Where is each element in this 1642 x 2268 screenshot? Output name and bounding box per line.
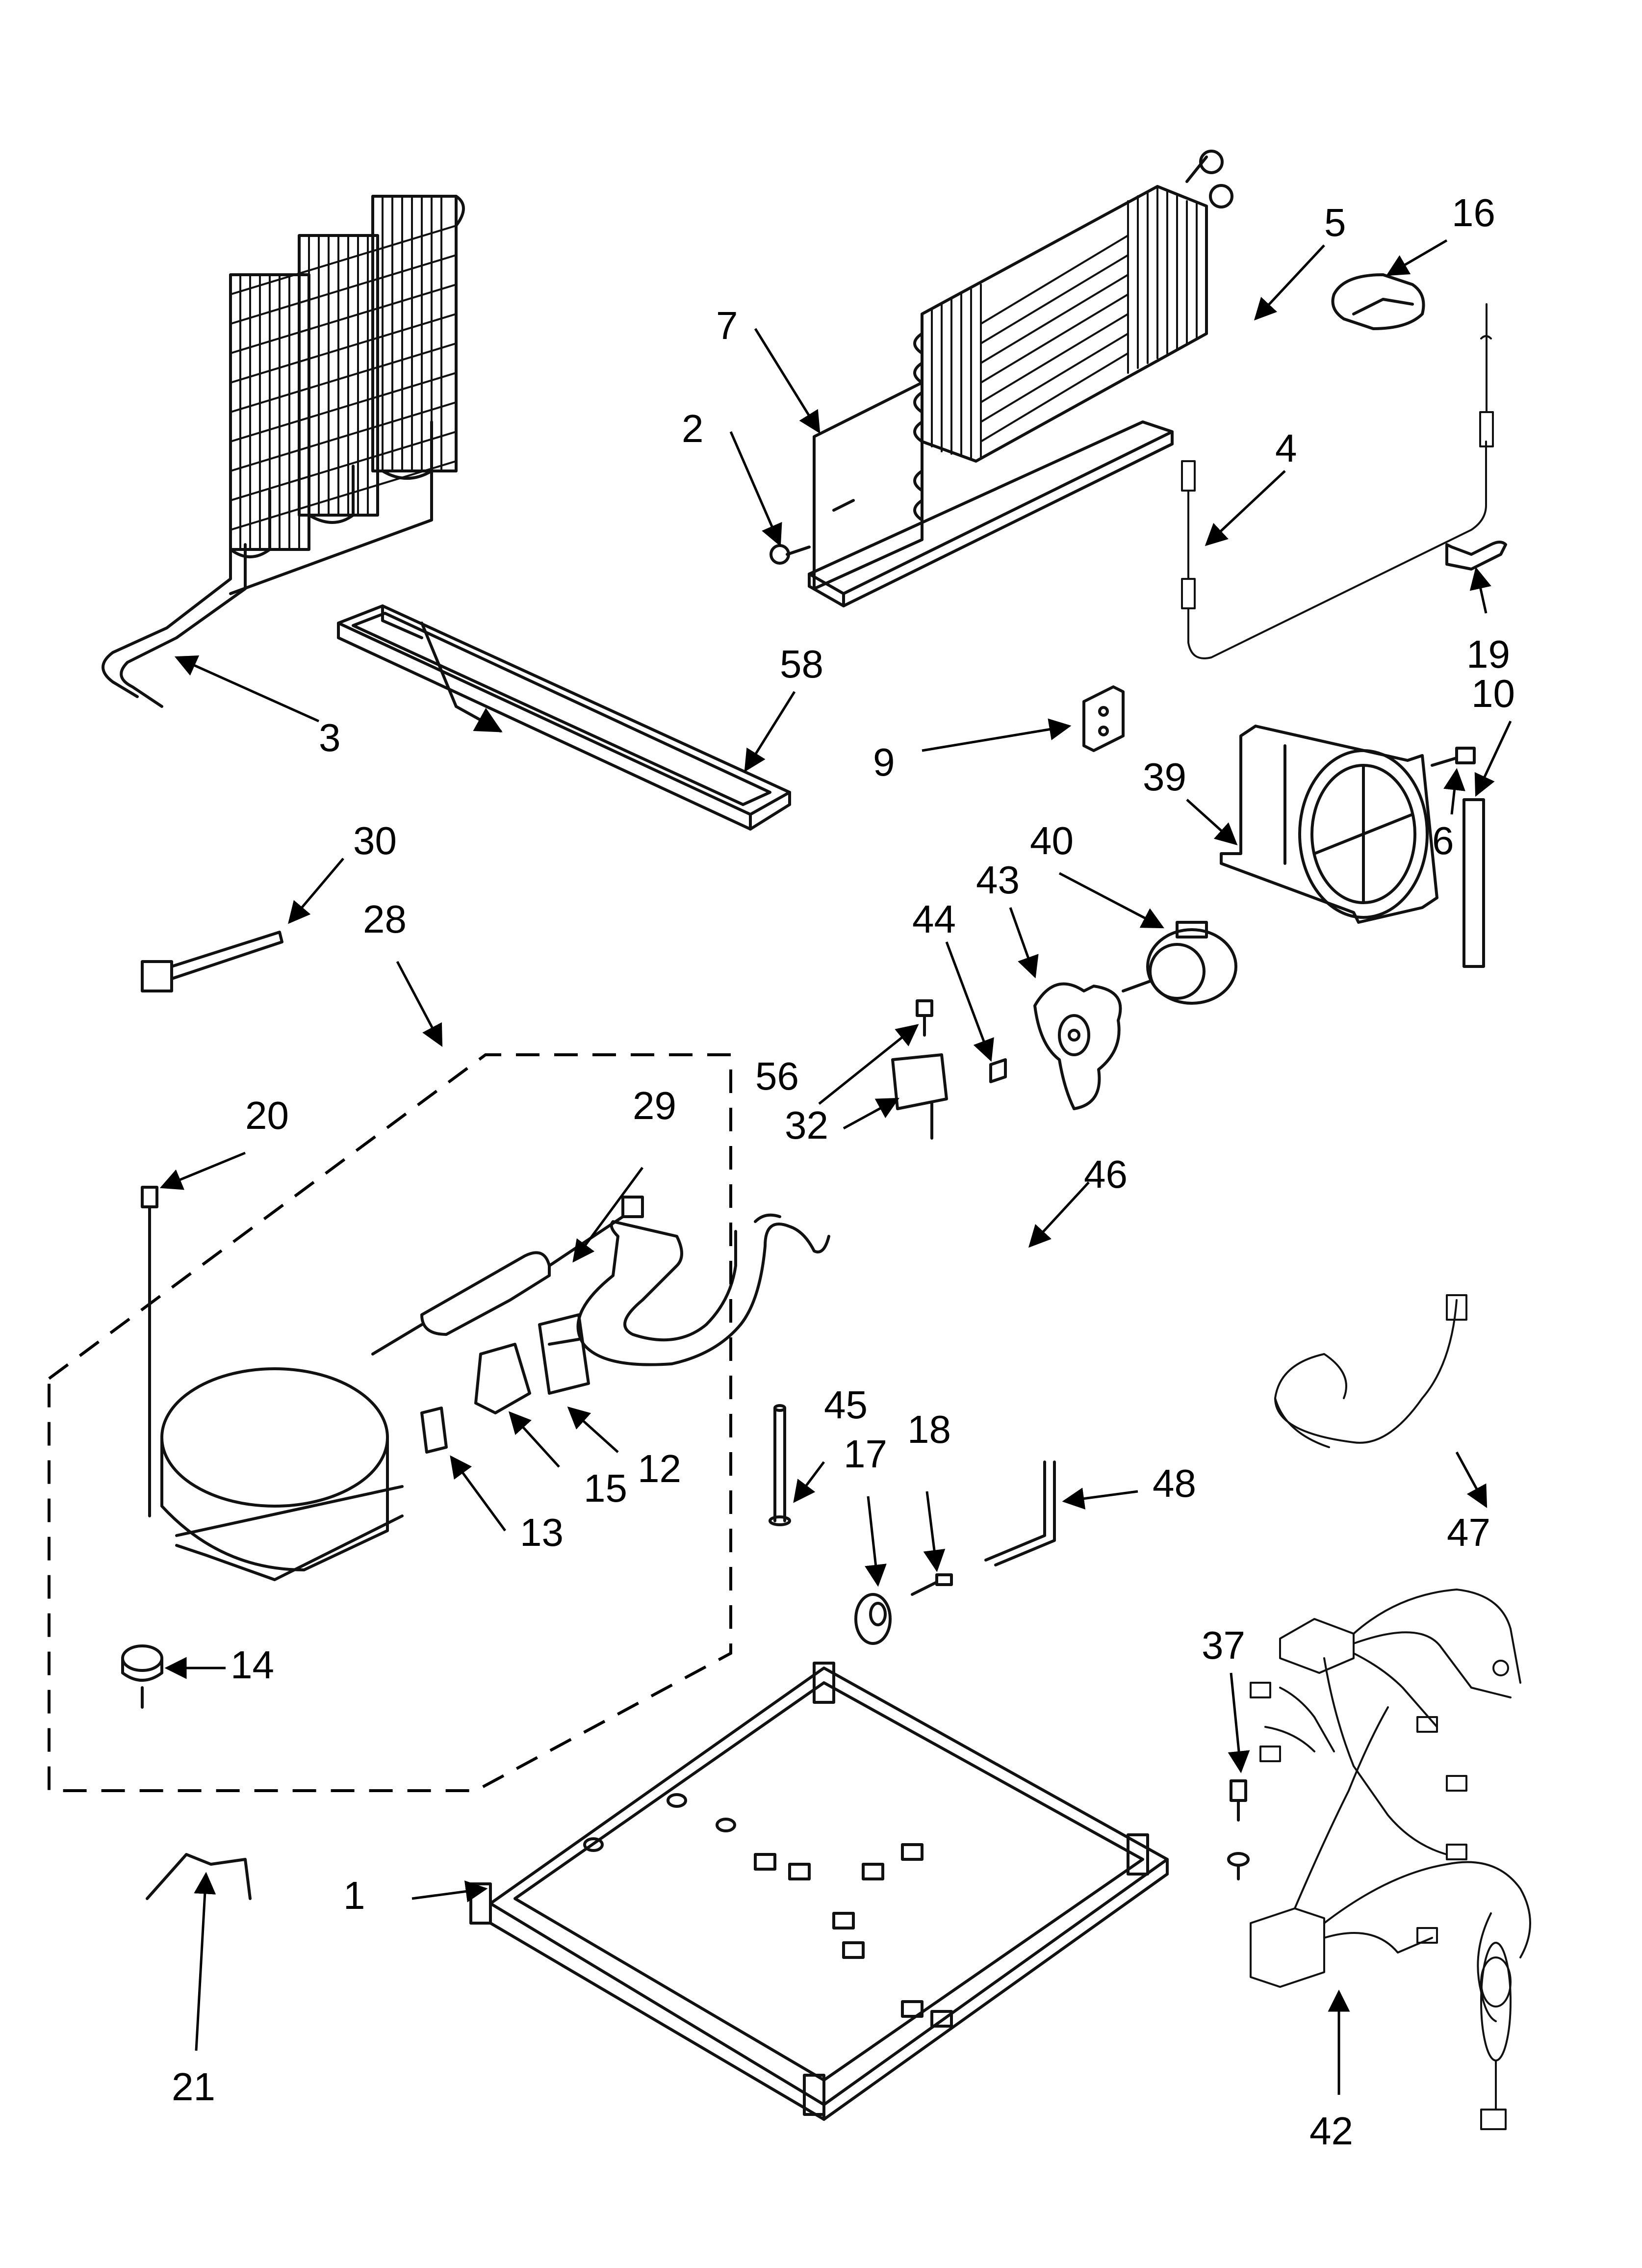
pin-part-45: [769, 1404, 791, 1526]
callout-6: 6: [1432, 819, 1454, 862]
callout-37: 37: [1202, 1623, 1245, 1667]
callout-12: 12: [638, 1447, 681, 1490]
callout-42: 42: [1309, 2109, 1353, 2153]
washer-part-44: [989, 1058, 1007, 1083]
callout-9: 9: [873, 740, 895, 784]
condenser-coil: [102, 195, 465, 708]
axle-part-18: [911, 1573, 953, 1596]
callout-47: 47: [1447, 1511, 1490, 1554]
callout-43: 43: [976, 858, 1020, 902]
callout-7: 7: [716, 304, 738, 347]
fan-shroud-part-39: [1220, 725, 1438, 924]
callout-18: 18: [907, 1408, 951, 1451]
compressor-kit-outline: [48, 1053, 732, 1792]
clip-part-19: [1445, 541, 1507, 571]
callout-40: 40: [1030, 819, 1074, 862]
callout-30: 30: [353, 819, 397, 862]
drain-pan: [337, 604, 791, 831]
connector-part-13: [420, 1407, 448, 1454]
callout-2: 2: [682, 407, 704, 450]
callout-15: 15: [584, 1466, 627, 1510]
bracket-part-9: [1082, 685, 1125, 752]
evaporator-assembly: [808, 150, 1233, 607]
callout-56: 56: [755, 1054, 799, 1098]
fan-blade-part-43: [1033, 982, 1122, 1110]
callout-13: 13: [520, 1511, 564, 1554]
leader-lines: [159, 239, 1512, 2095]
callout-48: 48: [1153, 1461, 1196, 1505]
cable-tie-part-30: [141, 931, 283, 992]
callout-1: 1: [343, 1874, 365, 1917]
strip-part-10: [1462, 798, 1485, 968]
wire-part-47: [1274, 1294, 1467, 1448]
clip-part-21: [146, 1853, 252, 1900]
cap-part-16: [1331, 273, 1425, 330]
callout-39: 39: [1143, 755, 1186, 799]
callout-3: 3: [319, 716, 341, 759]
compressor-body: [160, 1367, 404, 1581]
callout-17: 17: [844, 1432, 887, 1476]
relay-part-15: [474, 1343, 531, 1414]
callout-14: 14: [231, 1643, 274, 1687]
roller-part-17: [854, 1593, 892, 1645]
callout-29: 29: [633, 1084, 676, 1127]
callout-4: 4: [1275, 426, 1297, 470]
callout-46: 46: [1084, 1152, 1128, 1196]
callout-28: 28: [363, 897, 407, 941]
screw-part-2: [770, 544, 811, 565]
tubing-part-46: [576, 1213, 830, 1366]
wiring-harness-part-42: [1250, 1589, 1531, 2130]
thermistor-part-4: [1181, 303, 1494, 659]
fan-motor-part-40: [1122, 921, 1237, 1005]
overload-part-12: [538, 1313, 590, 1395]
callout-10: 10: [1471, 672, 1515, 715]
callout-5: 5: [1324, 201, 1346, 244]
base-frame-part-1: [469, 1662, 1169, 2121]
callout-58: 58: [780, 642, 823, 686]
screw-part-37: [1227, 1779, 1250, 1880]
rod-part-48: [984, 1460, 1056, 1566]
part-32: [891, 1053, 948, 1140]
screw-part-6: [1431, 747, 1476, 767]
callout-19: 19: [1466, 632, 1510, 676]
callout-16: 16: [1452, 191, 1495, 235]
callout-labels: 1 2 3 4 5 6 7 9 10 12 13 14 15 16 17 18 …: [172, 191, 1515, 2153]
callout-20: 20: [245, 1094, 289, 1137]
callout-32: 32: [785, 1103, 828, 1147]
grommet-part-14: [121, 1644, 163, 1709]
screw-part-20: [141, 1186, 158, 1517]
callout-45: 45: [824, 1383, 868, 1427]
callout-44: 44: [912, 897, 956, 941]
callout-21: 21: [172, 2065, 215, 2109]
screw-part-56: [916, 999, 933, 1037]
